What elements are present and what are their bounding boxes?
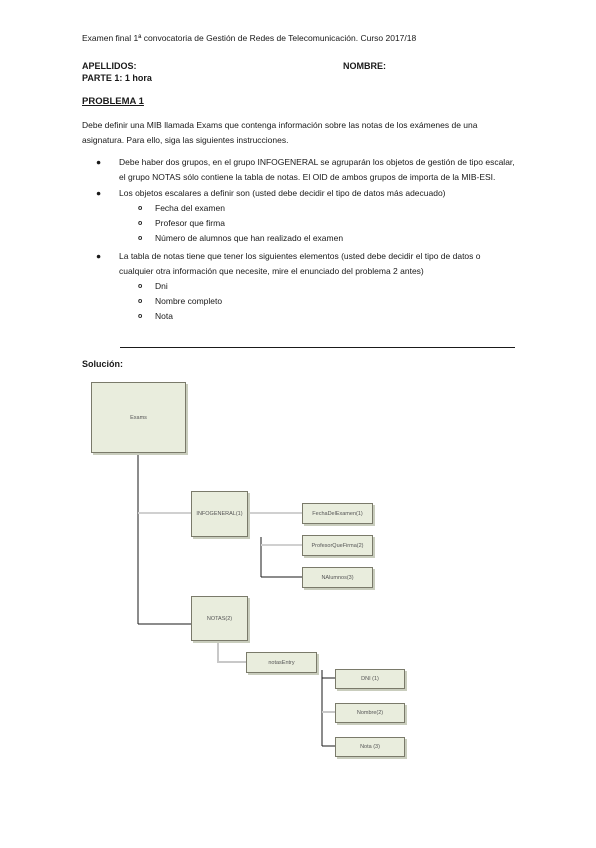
node-nota: Nota (3) — [335, 737, 405, 757]
node-dni: DNI (1) — [335, 669, 405, 689]
bullet-text: Debe haber dos grupos, en el grupo INFOG… — [119, 157, 515, 182]
node-nalumnos: NAlumnos(3) — [302, 567, 373, 588]
sub-list-item: o Fecha del examen — [82, 201, 517, 216]
node-exams: Exams — [91, 382, 186, 453]
sub-list-item: o Dni — [82, 279, 517, 294]
node-notas-entry: notasEntry — [246, 652, 317, 673]
sub-bullet-icon: o — [138, 298, 143, 305]
bullet-icon: ● — [96, 188, 102, 198]
sub-list-item: o Nota — [82, 309, 517, 324]
sub-bullet-icon: o — [138, 220, 143, 227]
node-infogeneral: INFOGENERAL(1) — [191, 491, 248, 537]
node-nombre: Nombre(2) — [335, 703, 405, 723]
apellidos-label: APELLIDOS: — [82, 61, 137, 71]
bullet-icon: ● — [96, 251, 102, 261]
parte-label: PARTE 1: 1 hora — [82, 73, 152, 83]
sub-item-text: Nota — [155, 311, 173, 321]
sub-bullet-icon: o — [138, 313, 143, 320]
horizontal-rule — [120, 347, 515, 348]
sub-item-text: Nombre completo — [155, 296, 223, 306]
sub-item-text: Dni — [155, 281, 168, 291]
bullet-text: La tabla de notas tiene que tener los si… — [119, 251, 481, 276]
solution-label: Solución: — [82, 359, 123, 369]
sub-item-text: Profesor que firma — [155, 218, 225, 228]
list-item: ● Debe haber dos grupos, en el grupo INF… — [82, 155, 517, 185]
problem-intro: Debe definir una MIB llamada Exams que c… — [82, 120, 478, 145]
problem-title: PROBLEMA 1 — [82, 96, 144, 107]
sub-bullet-icon: o — [138, 205, 143, 212]
nombre-label: NOMBRE: — [343, 61, 386, 71]
list-item: ● Los objetos escalares a definir son (u… — [82, 186, 517, 201]
bullet-text: Los objetos escalares a definir son (ust… — [119, 188, 446, 198]
node-notas: NOTAS(2) — [191, 596, 248, 641]
sub-bullet-icon: o — [138, 283, 143, 290]
document-header: Examen final 1ª convocatoria de Gestión … — [82, 33, 417, 43]
node-fecha-del-examen: FechaDelExamen(1) — [302, 503, 373, 524]
sub-list-item: o Profesor que firma — [82, 216, 517, 231]
instructions-list: ● Debe haber dos grupos, en el grupo INF… — [82, 155, 517, 324]
sub-bullet-icon: o — [138, 235, 143, 242]
bullet-icon: ● — [96, 157, 102, 167]
node-profesor-que-firma: ProfesorQueFirma(2) — [302, 535, 373, 556]
sub-item-text: Número de alumnos que han realizado el e… — [155, 233, 344, 243]
sub-list-item: o Número de alumnos que han realizado el… — [82, 231, 517, 246]
list-item: ● La tabla de notas tiene que tener los … — [82, 249, 517, 279]
sub-item-text: Fecha del examen — [155, 203, 225, 213]
connector-notas-trunk — [217, 641, 246, 663]
sub-list-item: o Nombre completo — [82, 294, 517, 309]
